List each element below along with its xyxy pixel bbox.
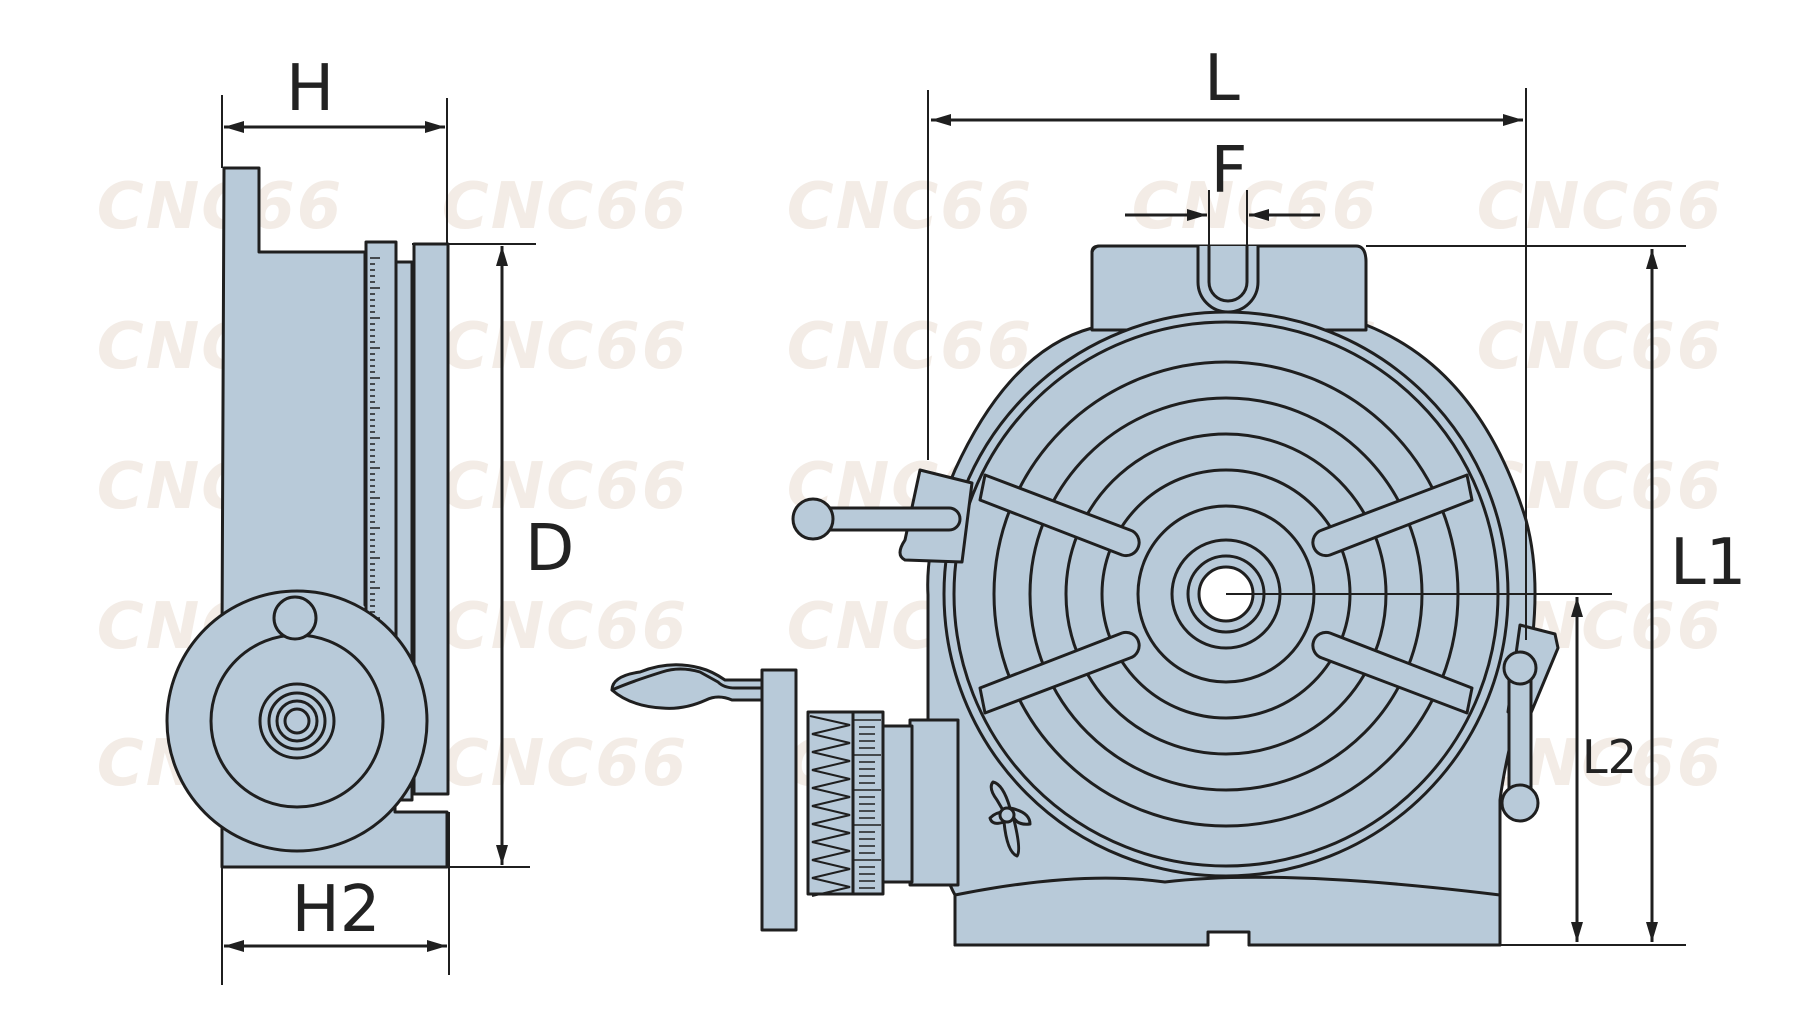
watermark-text: CNC66 [1132,170,1379,244]
t-slots [978,473,1474,715]
watermark-text: CNC66 [787,170,1034,244]
dial-ticks [853,719,881,889]
crank-plate [760,668,798,932]
knurl-pattern [809,715,851,897]
dim-label-F: F [1211,134,1248,208]
dim-label-L1: L1 [1670,526,1746,600]
watermark-text: CNC66 [1477,310,1724,384]
dim-label-H: H [286,52,334,126]
side-dimensions [221,95,536,985]
right-clamp-knob-top [1502,650,1538,686]
right-clamp-knob-bottom [1500,783,1540,823]
watermark-text: CNC66 [442,450,689,524]
watermark-text: CNC66 [442,727,689,801]
watermark-text: CNC66 [97,170,344,244]
front-base [953,875,1502,947]
left-clamp-knob [791,497,835,541]
left-clamp-rod [812,506,962,532]
dim-label-L2: L2 [1582,730,1637,784]
worm-collar [880,724,914,884]
side-table-scale [364,240,398,640]
dim-label-H2: H2 [292,873,381,947]
front-view [610,244,1612,947]
side-lock-knob [272,595,318,641]
worm-housing [908,718,960,887]
wing-screw [988,780,1032,858]
watermark-text: CNC66 [442,170,689,244]
side-handwheel [165,589,429,853]
watermark-text: CNC66 [1477,170,1724,244]
watermark-text: CNC66 [787,310,1034,384]
front-dimensions [927,88,1686,946]
watermark-text: CNC66 [442,310,689,384]
dim-label-D: D [525,512,574,586]
watermark-text: CNC66 [442,590,689,664]
dial-drum [849,710,885,896]
dim-label-L: L [1204,42,1240,116]
side-view [165,166,450,869]
